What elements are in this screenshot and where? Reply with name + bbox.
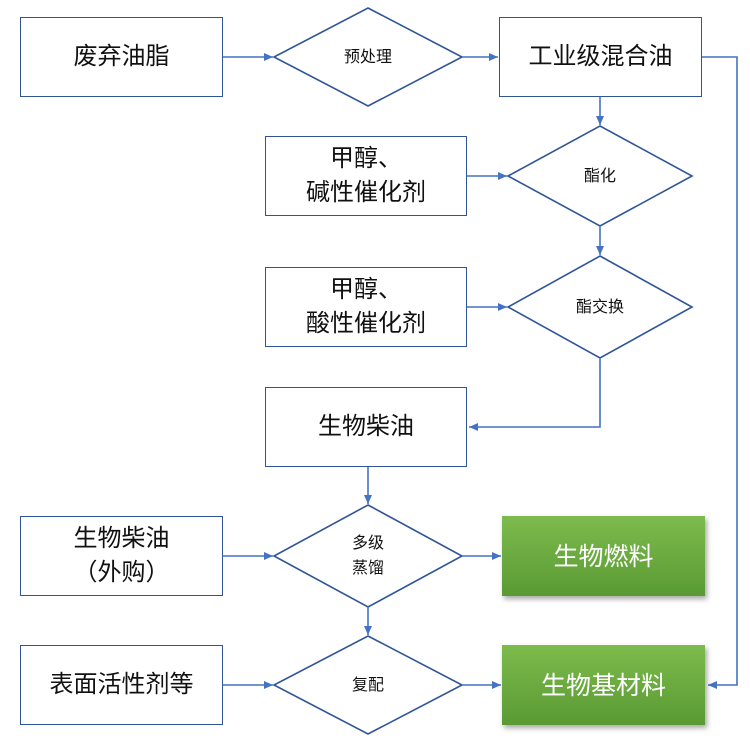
esterification-text: 酯化 xyxy=(583,165,616,185)
methanol-base-line2: 碱性催化剂 xyxy=(306,178,426,206)
esterification-label: 酯化 xyxy=(520,156,680,196)
compounding-diamond xyxy=(272,635,464,735)
industrial-mixed-oil-box: 工业级混合油 xyxy=(499,17,702,97)
methanol-acid-line1: 甲醇、 xyxy=(330,275,402,304)
biofuel-label: 生物燃料 xyxy=(553,541,654,571)
pretreatment-text: 预处理 xyxy=(343,46,392,66)
distillation-line1: 多级 xyxy=(351,533,384,553)
distillation-line2: 蒸馏 xyxy=(351,558,384,577)
waste-oil-label: 废弃油脂 xyxy=(73,42,170,71)
purchased-biodiesel-box: 生物柴油 （外购） xyxy=(20,516,223,596)
bio-base-material-box: 生物基材料 xyxy=(502,645,705,725)
transesterification-text: 酯交换 xyxy=(575,296,624,316)
transesterification-label: 酯交换 xyxy=(520,287,680,327)
methanol-acid-catalyst-box: 甲醇、 酸性催化剂 xyxy=(265,267,467,347)
arrow-transesterification-to-biodiesel xyxy=(469,358,601,431)
industrial-mixed-oil-label: 工业级混合油 xyxy=(528,42,673,71)
methanol-base-line1: 甲醇、 xyxy=(330,144,402,173)
pretreatment-label: 预处理 xyxy=(288,37,448,77)
arrow-mixed-oil-to-bio-base-material xyxy=(702,56,738,689)
biofuel-box: 生物燃料 xyxy=(502,516,705,596)
methanol-acid-line2: 酸性催化剂 xyxy=(306,309,426,337)
surfactant-box: 表面活性剂等 xyxy=(20,645,223,725)
waste-oil-box: 废弃油脂 xyxy=(20,17,223,97)
biodiesel-box: 生物柴油 xyxy=(265,387,467,467)
purchased-biodiesel-line1: 生物柴油 xyxy=(73,524,170,553)
biodiesel-label: 生物柴油 xyxy=(318,412,414,441)
pretreatment-diamond xyxy=(272,7,464,107)
surfactant-label: 表面活性剂等 xyxy=(49,670,194,699)
compounding-label: 复配 xyxy=(288,665,448,705)
distillation-label: 多级 蒸馏 xyxy=(288,526,448,586)
purchased-biodiesel-line2: （外购） xyxy=(73,558,170,586)
compounding-text: 复配 xyxy=(351,674,384,694)
methanol-base-catalyst-box: 甲醇、 碱性催化剂 xyxy=(265,136,467,216)
bio-base-material-label: 生物基材料 xyxy=(540,670,666,700)
